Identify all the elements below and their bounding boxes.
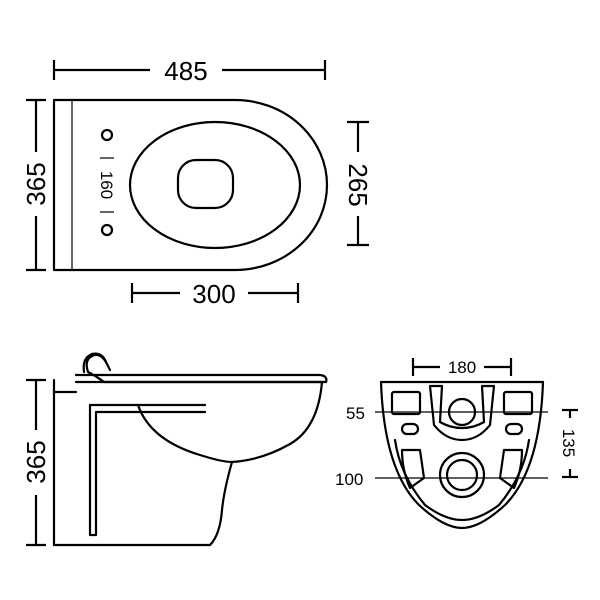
- hole-spacing-label: 160: [97, 171, 116, 199]
- side-view: 365: [21, 352, 328, 547]
- slot-left: [400, 422, 420, 436]
- trap-contour: [88, 403, 234, 464]
- seat-lid: [74, 353, 328, 384]
- rear-offset-dimension: 135: [559, 408, 578, 479]
- depth-label: 365: [21, 162, 51, 205]
- bowl-body-side: [52, 390, 234, 547]
- outlet-label: 100: [335, 470, 363, 489]
- rear-view: 180 55 100 135: [335, 358, 578, 530]
- hinge: [82, 352, 108, 374]
- mount-hole-lower: [100, 223, 114, 237]
- bowl-inner-rim: [128, 120, 302, 250]
- bowl-depth-label: 265: [343, 163, 373, 206]
- width-dimension: 485: [52, 56, 327, 86]
- lower-pocket-right: [498, 448, 524, 490]
- slot-right: [504, 422, 524, 436]
- fixing-pocket-right: [502, 390, 534, 416]
- side-height-label: 365: [21, 440, 51, 483]
- mount-hole-upper: [100, 128, 114, 142]
- top-view: 485 365 160 265: [21, 56, 373, 309]
- waste-outlet-inner: [445, 458, 479, 492]
- drain-opening: [176, 158, 235, 210]
- waste-outlet: [438, 451, 486, 499]
- bowl-depth-dimension: 265: [343, 120, 373, 247]
- fixing-pocket-left: [390, 390, 422, 416]
- inlet-label: 55: [346, 404, 365, 423]
- side-height-dimension: 365: [21, 378, 51, 547]
- rear-inner-outline: [393, 438, 531, 522]
- rear-outer-outline: [379, 380, 545, 530]
- hole-spacing-dimension: 160: [97, 157, 116, 213]
- rear-hole-spacing-dimension: 180: [411, 358, 513, 377]
- rear-channel: [428, 384, 496, 442]
- mount-block: [88, 403, 207, 537]
- rear-offset-label: 135: [559, 429, 578, 457]
- mount-offset-label: 300: [192, 279, 235, 309]
- bowl-outer-outline: [52, 98, 329, 272]
- rear-hole-spacing-label: 180: [448, 358, 476, 377]
- bowl-rim-side: [74, 380, 324, 464]
- mount-offset-dimension: 300: [130, 279, 300, 309]
- depth-dimension: 365: [21, 98, 51, 272]
- lower-pocket-left: [400, 448, 426, 490]
- width-label: 485: [164, 56, 207, 86]
